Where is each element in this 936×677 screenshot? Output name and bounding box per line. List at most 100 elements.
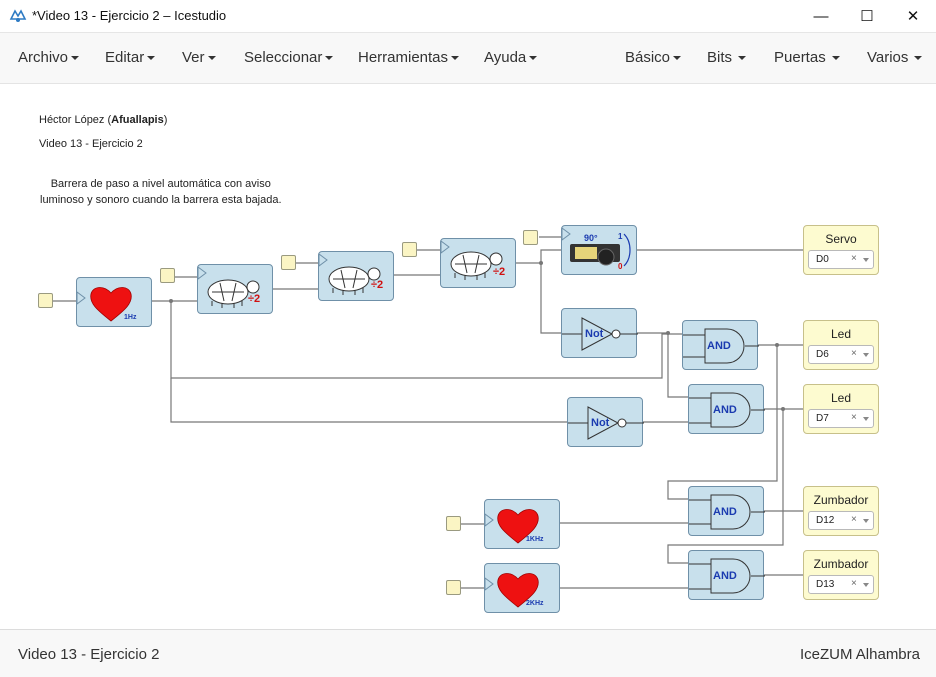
author-note[interactable]: Héctor López (Afuallapis) (39, 112, 167, 128)
and-gate-icon (689, 558, 765, 594)
output-label: Led (830, 327, 852, 341)
menu-archivo-label: Archivo (18, 49, 69, 66)
description-line-2: luminoso y sonoro cuando la barrera esta… (40, 194, 282, 206)
pin-value: D7 (816, 413, 829, 424)
pin-select[interactable]: D13 × (808, 575, 874, 594)
input-port[interactable] (38, 293, 53, 308)
output-led-d6[interactable]: Led D6 × (803, 320, 879, 370)
menu-basico-label: Básico (625, 49, 671, 66)
clear-icon[interactable]: × (851, 412, 857, 423)
pin-select[interactable]: D6 × (808, 345, 874, 364)
input-port[interactable] (446, 516, 461, 531)
menu-archivo[interactable]: Archivo (18, 49, 80, 66)
clear-icon[interactable]: × (851, 253, 857, 264)
output-buzzer-d12[interactable]: Zumbador D12 × (803, 486, 879, 536)
and-gate-icon (689, 392, 765, 428)
pin-select[interactable]: D12 × (808, 511, 874, 530)
not-label: Not (591, 417, 610, 429)
minimize-button[interactable]: — (798, 0, 844, 32)
project-note[interactable]: Video 13 - Ejercicio 2 (39, 138, 143, 150)
wire (637, 332, 688, 398)
menu-bits[interactable]: Bits (707, 49, 747, 66)
description-note[interactable]: Barrera de paso a nivel automática con a… (40, 176, 282, 208)
not-gate-block[interactable]: Not (561, 308, 638, 358)
heart-icon (485, 573, 539, 608)
clock-frequency: 1Hz (124, 314, 137, 321)
input-port[interactable] (523, 230, 538, 245)
not-gate-block[interactable]: Not (567, 397, 644, 447)
clock-2khz-block[interactable]: 2KHz (484, 563, 560, 613)
maximize-button[interactable]: ☐ (844, 0, 890, 32)
clear-icon[interactable]: × (851, 578, 857, 589)
chevron-down-icon (71, 56, 80, 61)
author-name: Héctor López ( (39, 114, 112, 126)
input-port[interactable] (281, 255, 296, 270)
servo-angle: 90° (584, 233, 598, 243)
pin-value: D13 (816, 579, 835, 590)
close-button[interactable]: ✕ (890, 0, 936, 32)
clock-1hz-block[interactable]: 1Hz (76, 277, 152, 327)
clock-frequency: 1KHz (526, 536, 544, 543)
not-label: Not (585, 328, 604, 340)
clock-1khz-block[interactable]: 1KHz (484, 499, 560, 549)
divider-block[interactable]: ÷2 (197, 264, 273, 314)
maximize-icon: ☐ (860, 8, 874, 25)
pin-select[interactable]: D7 × (808, 409, 874, 428)
clear-icon[interactable]: × (851, 348, 857, 359)
and-gate-block[interactable]: AND (688, 486, 765, 536)
output-servo[interactable]: Servo D0 × (803, 225, 879, 275)
description-line-1: Barrera de paso a nivel automática con a… (50, 178, 271, 190)
input-port[interactable] (446, 580, 461, 595)
chevron-down-icon (863, 417, 869, 421)
divider-block[interactable]: ÷2 (318, 251, 394, 301)
heart-icon (485, 509, 539, 544)
output-buzzer-d13[interactable]: Zumbador D13 × (803, 550, 879, 600)
menu-editar[interactable]: Editar (105, 49, 156, 66)
menu-seleccionar[interactable]: Seleccionar (244, 49, 334, 66)
output-label: Zumbador (813, 493, 869, 507)
menu-varios[interactable]: Varios (867, 49, 923, 66)
and-label: AND (707, 340, 731, 352)
input-port[interactable] (160, 268, 175, 283)
and-gate-block[interactable]: AND (688, 384, 765, 434)
menu-varios-label: Varios (867, 49, 909, 66)
and-gate-block[interactable]: AND (688, 550, 765, 600)
servo-control-block[interactable]: 90° 1 0 (561, 225, 637, 275)
and-label: AND (713, 570, 737, 582)
divider-label: ÷2 (493, 266, 506, 278)
input-port[interactable] (402, 242, 417, 257)
menu-herramientas-label: Herramientas (358, 49, 449, 66)
pin-select[interactable]: D0 × (808, 250, 874, 269)
design-canvas[interactable]: Héctor López (Afuallapis) Video 13 - Eje… (0, 84, 936, 629)
chevron-down-icon (147, 56, 156, 61)
wire (516, 249, 561, 264)
menu-puertas[interactable]: Puertas (774, 49, 840, 66)
and-label: AND (713, 404, 737, 416)
close-icon: ✕ (906, 8, 920, 25)
menu-herramientas[interactable]: Herramientas (358, 49, 460, 66)
chevron-down-icon (673, 56, 682, 61)
turtle-icon (198, 266, 260, 308)
and-gate-block[interactable]: AND (682, 320, 759, 370)
wire-layer (53, 236, 803, 589)
chevron-down-icon (325, 56, 334, 61)
author-paren: ) (163, 114, 168, 126)
pin-value: D0 (816, 254, 829, 265)
output-led-d7[interactable]: Led D7 × (803, 384, 879, 434)
and-label: AND (713, 506, 737, 518)
and-gate-icon (689, 494, 765, 530)
not-gate-icon (562, 317, 638, 351)
menu-ayuda[interactable]: Ayuda (484, 49, 538, 66)
menu-ver[interactable]: Ver (182, 49, 216, 66)
chevron-down-icon (831, 56, 840, 61)
pin-value: D12 (816, 515, 835, 526)
clear-icon[interactable]: × (851, 514, 857, 525)
status-board-name[interactable]: IceZUM Alhambra (799, 646, 920, 663)
wire (667, 409, 784, 564)
menu-basico[interactable]: Básico (625, 49, 682, 66)
divider-block[interactable]: ÷2 (440, 238, 516, 288)
menu-ver-label: Ver (182, 49, 205, 66)
chevron-down-icon (863, 583, 869, 587)
menu-ayuda-label: Ayuda (484, 49, 527, 66)
divider-label: ÷2 (248, 293, 261, 305)
